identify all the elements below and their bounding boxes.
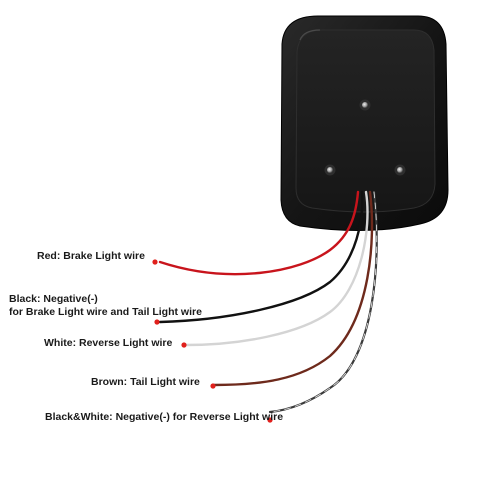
label-white-wire: White: Reverse Light wire: [44, 337, 173, 349]
tail-light-lamp: [280, 15, 449, 232]
wire-white: [184, 190, 369, 347]
mounting-stud-top: [359, 99, 371, 111]
pointer-dots: [152, 259, 273, 423]
wire-red: [158, 190, 360, 276]
lamp-back-panel: [295, 29, 436, 213]
wire-brown: [212, 190, 374, 387]
lamp-highlight: [299, 29, 321, 41]
label-black-wire-line1: Black: Negative(-): [9, 293, 98, 305]
pointer-dot-brown: [210, 383, 216, 389]
pointer-dot-red: [152, 259, 158, 265]
pointer-dot-black: [154, 319, 160, 325]
wire-black-white-stripe: [269, 191, 378, 413]
pointer-dot-white: [181, 342, 187, 348]
mounting-stud-right: [394, 164, 406, 176]
wire-black: [158, 190, 364, 324]
label-red-wire: Red: Brake Light wire: [37, 250, 145, 262]
label-black-wire-line2: for Brake Light wire and Tail Light wire: [9, 306, 202, 318]
pointer-dot-black-white: [267, 417, 273, 423]
mounting-stud-left: [324, 164, 336, 176]
label-black-white-wire: Black&White: Negative(-) for Reverse Lig…: [45, 411, 284, 423]
wire-bundle: [158, 190, 378, 414]
label-brown-wire: Brown: Tail Light wire: [91, 376, 200, 388]
